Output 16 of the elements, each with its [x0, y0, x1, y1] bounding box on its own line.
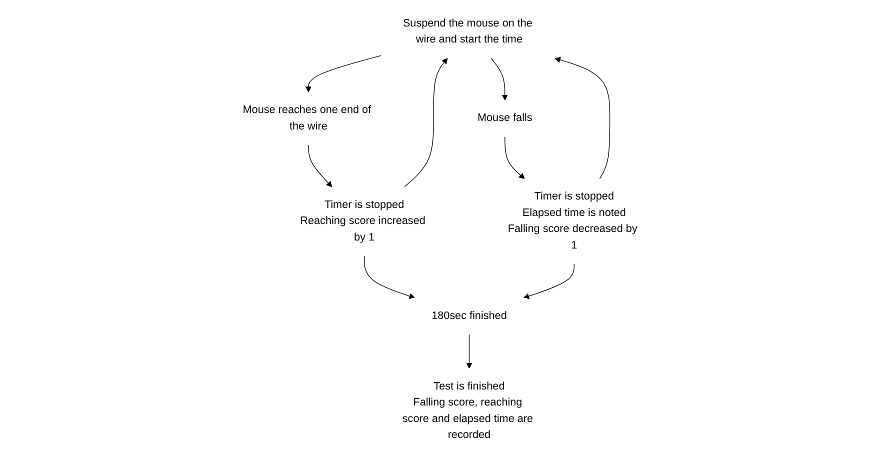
arrow [308, 144, 332, 188]
node-text: Timer is stopped Elapsed time is noted Falling score decreased by 1 [508, 190, 638, 252]
arrow [466, 334, 472, 369]
arrow [364, 256, 416, 299]
arrow [554, 56, 610, 180]
arrow [490, 58, 508, 100]
arrow [404, 58, 448, 188]
node-text: Test is finished Falling score, reaching score and elapsed time are recorded [402, 380, 534, 441]
arrow [306, 55, 382, 92]
node-text: 180sec finished [432, 310, 508, 322]
node-text: Suspend the mouse on the wire and start the time [403, 18, 533, 46]
node-text: Mouse falls [478, 112, 533, 124]
arrow [504, 136, 526, 179]
node-text: Timer is stopped Reaching score increased by 1 [300, 199, 426, 244]
node-text: Mouse reaches one end of the wire [243, 104, 372, 132]
arrow [524, 264, 575, 299]
